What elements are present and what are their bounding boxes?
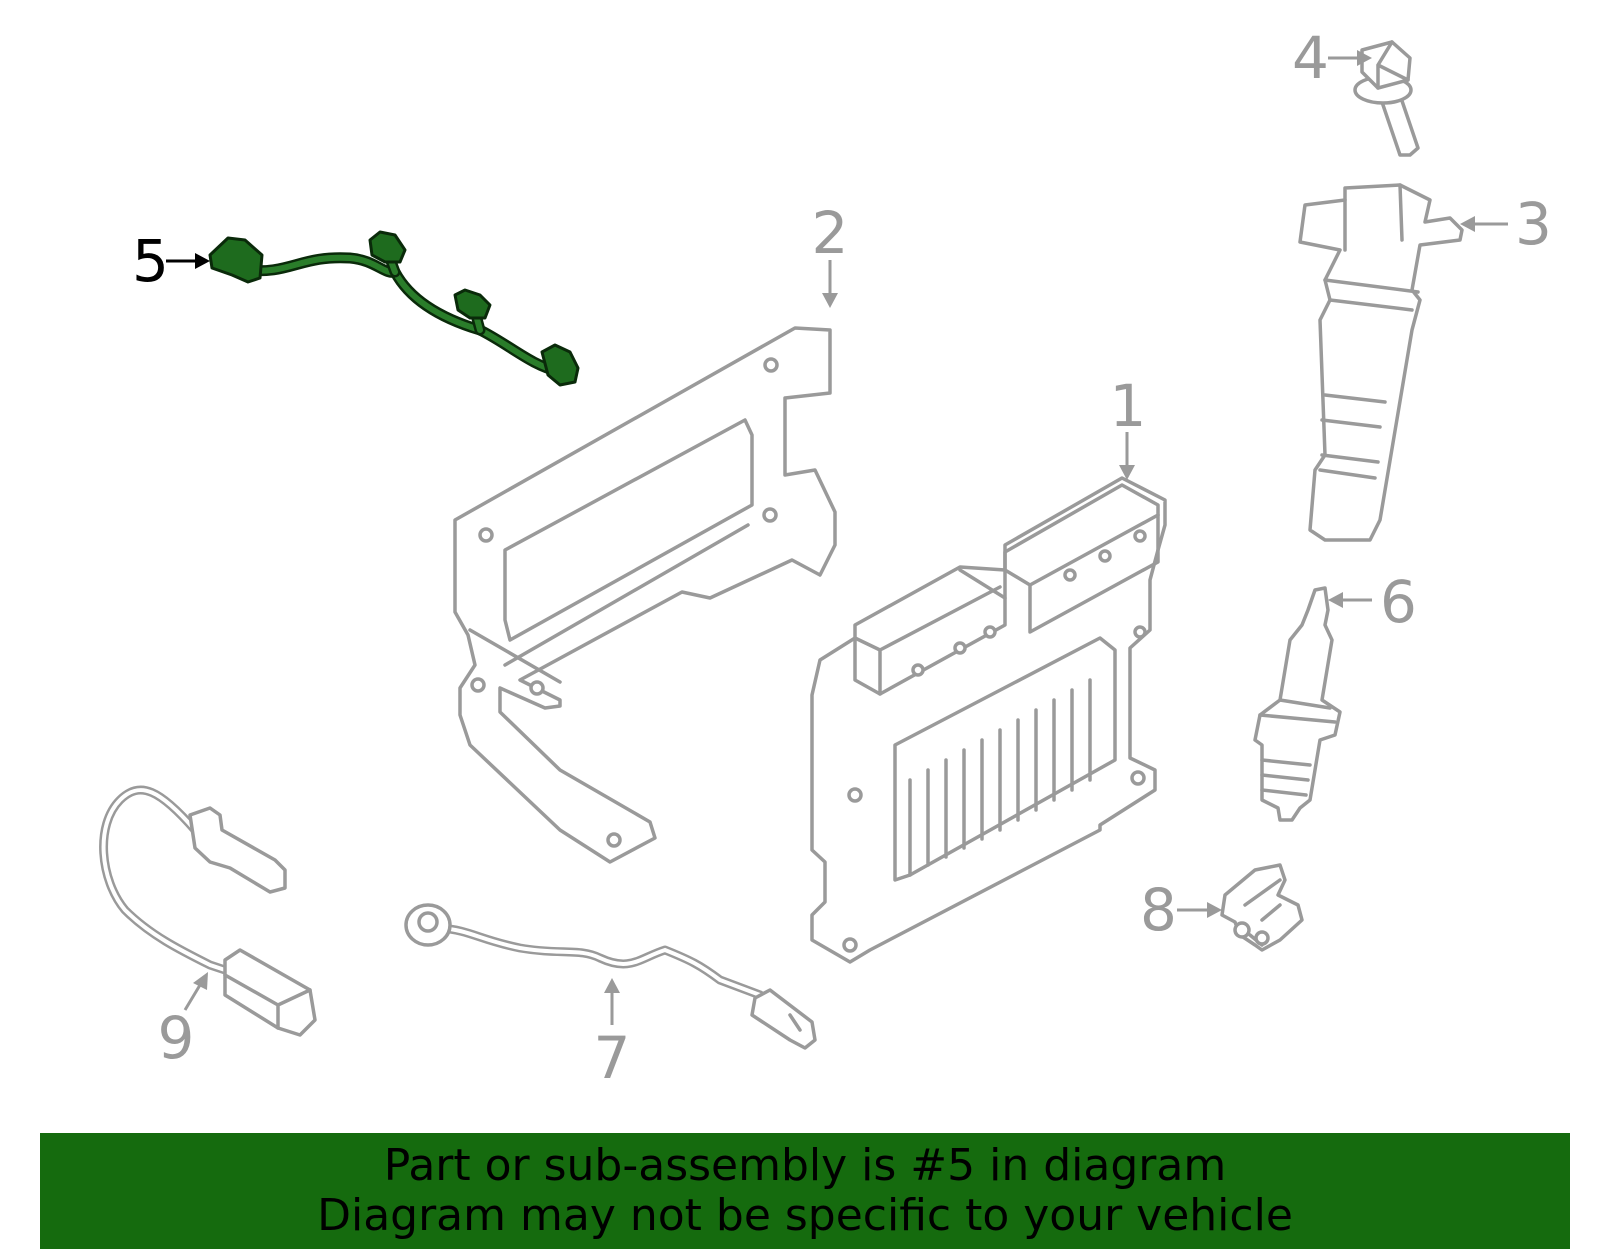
callout-7: 7 [594,978,631,1092]
part-2-bracket[interactable] [453,326,837,864]
callout-9-label: 9 [158,1004,195,1072]
callout-3: 3 [1460,190,1552,258]
callout-2-label: 2 [812,199,849,267]
part-5-wiring-harness[interactable] [208,230,580,387]
callout-6: 6 [1328,568,1417,636]
callout-6-label: 6 [1380,568,1417,636]
callout-1: 1 [1110,372,1147,480]
callout-2: 2 [812,199,849,308]
part-3-ignition-coil[interactable] [1298,183,1464,542]
banner-line-2: Diagram may not be specific to your vehi… [317,1190,1293,1241]
part-8-sensor[interactable] [1220,863,1304,952]
callout-7-label: 7 [594,1024,631,1092]
part-6-spark-plug[interactable] [1253,586,1342,822]
callout-5-label: 5 [132,227,169,295]
callout-3-label: 3 [1515,190,1552,258]
callout-9: 9 [158,972,208,1072]
callout-8: 8 [1140,876,1222,944]
part-9-oxygen-sensor[interactable] [99,785,317,1037]
callout-8-label: 8 [1140,876,1177,944]
part-1-ecu[interactable] [810,476,1167,964]
callout-1-label: 1 [1110,372,1147,440]
info-banner: Part or sub-assembly is #5 in diagram Di… [40,1133,1570,1249]
callout-5: 5 [132,227,210,295]
banner-line-1: Part or sub-assembly is #5 in diagram [383,1140,1227,1191]
part-4-bolt[interactable] [1353,40,1420,157]
part-7-knock-sensor[interactable] [404,903,817,1050]
callout-4: 4 [1292,24,1372,92]
callout-4-label: 4 [1292,24,1329,92]
